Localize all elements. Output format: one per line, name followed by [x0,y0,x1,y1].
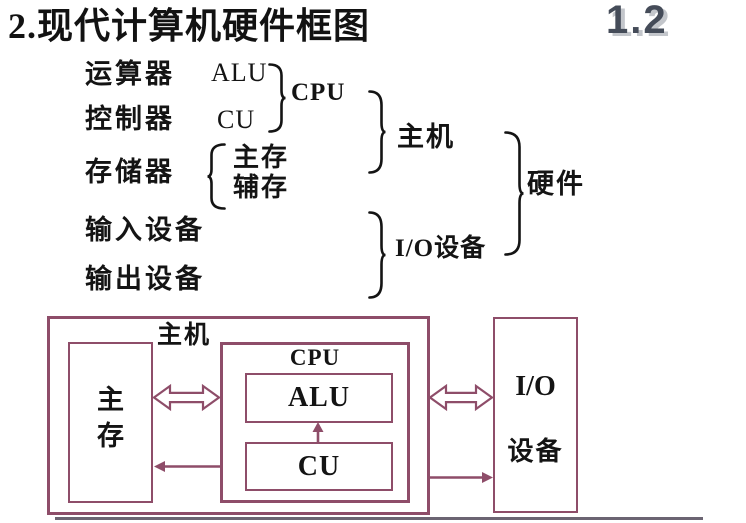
host-box [47,316,430,515]
cpu-to-memory-arrow-icon [154,461,220,472]
component-arithmetic-unit: 运算器 [85,59,175,89]
cpu-box-label: CPU [289,345,341,370]
memory-cpu-double-arrow-icon [152,383,221,412]
hardware-group-label: 硬件 [527,169,585,199]
component-input-device: 输入设备 [85,215,205,245]
host-io-double-arrow-icon [428,383,494,412]
io-device-label-line2: 设备 [507,437,564,466]
cpu-group-brace-icon [268,63,286,133]
host-group-brace-icon [368,90,386,174]
hardware-group-brace-icon [504,131,524,256]
memory-sub-main: 主存 [233,143,290,172]
cu-to-alu-arrow-icon [312,422,324,442]
memory-sublist: 主存 辅存 [233,143,289,202]
bottom-rule [55,517,703,520]
memory-group-brace-icon [207,143,226,210]
cu-abbreviation: CU [217,105,256,134]
io-device-label-line1: I/O [515,371,556,402]
alu-box: ALU [245,373,393,423]
io-group-brace-icon [368,211,386,299]
host-to-io-arrow-icon [429,472,493,483]
host-group-label: 主机 [397,122,455,152]
main-memory-box: 主存 [68,342,153,503]
host-box-label: 主机 [157,322,212,349]
component-control-unit: 控制器 [85,104,175,134]
main-memory-label: 主存 [97,384,124,451]
io-group-label: I/O设备 [395,235,487,262]
cu-box: CU [245,442,393,491]
alu-box-label: ALU [287,382,351,413]
memory-sub-auxiliary: 辅存 [233,172,290,202]
cpu-group-label: CPU [291,79,346,106]
io-device-box: I/O 设备 [493,317,578,513]
page-title: 2.现代计算机硬件框图 [8,6,371,46]
page-number: 1.2 [606,0,668,42]
alu-abbreviation: ALU [211,58,268,87]
component-output-device: 输出设备 [85,264,205,294]
cu-box-label: CU [297,450,341,482]
component-memory: 存储器 [85,157,175,187]
